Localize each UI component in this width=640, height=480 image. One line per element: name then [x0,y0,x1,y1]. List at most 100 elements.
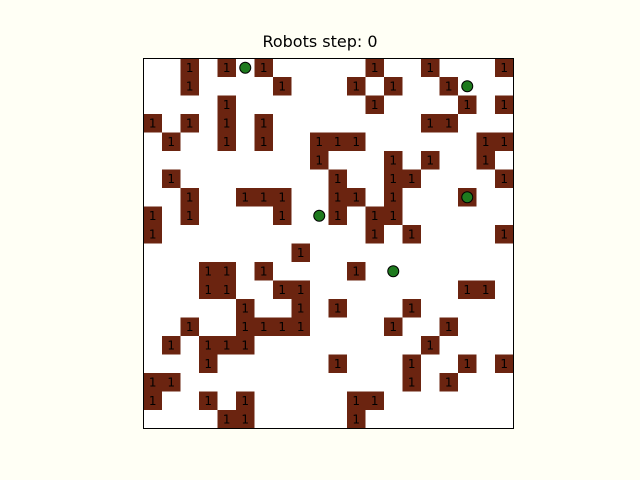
obstacle-label: 1 [445,375,453,389]
obstacle-block [162,132,181,151]
obstacle-cell: 1 [365,58,384,77]
obstacle-block [328,354,347,373]
obstacle-cell: 1 [421,151,440,170]
obstacle-block [236,317,255,336]
obstacle-block [143,225,162,244]
obstacle-label: 1 [278,209,286,223]
obstacle-block [217,114,236,133]
obstacle-label: 1 [223,98,231,112]
obstacle-block [217,280,236,299]
obstacle-cell: 1 [162,132,181,151]
obstacle-label: 1 [371,61,379,75]
obstacle-block [291,299,310,318]
obstacle-block [236,410,255,429]
obstacle-block [402,354,421,373]
obstacle-cell: 1 [143,373,162,392]
obstacle-cell: 1 [199,336,218,355]
obstacle-cell: 1 [328,354,347,373]
obstacle-label: 1 [204,338,212,352]
obstacle-label: 1 [500,135,508,149]
obstacle-cell: 1 [347,132,366,151]
obstacle-cell: 1 [217,114,236,133]
obstacle-block [273,280,292,299]
obstacle-cell: 1 [236,188,255,207]
obstacle-label: 1 [352,394,360,408]
obstacle-block [180,317,199,336]
obstacle-block [217,336,236,355]
obstacle-block [217,262,236,281]
obstacle-label: 1 [241,412,249,426]
obstacle-label: 1 [426,153,434,167]
obstacle-label: 1 [260,320,268,334]
obstacle-cell: 1 [310,151,329,170]
obstacle-cell: 1 [143,114,162,133]
obstacle-cell: 1 [273,317,292,336]
obstacle-block [254,114,273,133]
obstacle-cell: 1 [365,225,384,244]
obstacle-block [254,58,273,77]
obstacle-block [439,373,458,392]
obstacle-cell: 1 [180,206,199,225]
obstacle-label: 1 [149,227,157,241]
obstacle-block [458,354,477,373]
obstacle-cell: 1 [180,317,199,336]
obstacle-label: 1 [371,227,379,241]
obstacle-label: 1 [389,190,397,204]
obstacle-cell: 1 [458,280,477,299]
obstacle-label: 1 [260,135,268,149]
obstacle-block [384,317,403,336]
obstacle-cell: 1 [439,317,458,336]
obstacle-block [421,114,440,133]
obstacle-block [421,58,440,77]
obstacle-label: 1 [297,283,305,297]
obstacle-label: 1 [278,320,286,334]
obstacle-cell: 1 [384,206,403,225]
obstacle-label: 1 [389,320,397,334]
obstacle-label: 1 [186,190,194,204]
obstacle-cell: 1 [495,169,514,188]
obstacle-label: 1 [389,153,397,167]
obstacle-cell: 1 [291,317,310,336]
obstacle-label: 1 [352,190,360,204]
obstacle-cell: 1 [365,206,384,225]
obstacle-label: 1 [278,79,286,93]
obstacle-block [365,225,384,244]
obstacle-block [347,262,366,281]
obstacle-block [384,169,403,188]
obstacle-label: 1 [334,301,342,315]
obstacle-cell: 1 [347,410,366,429]
obstacle-cell: 1 [180,77,199,96]
obstacle-block [384,206,403,225]
obstacle-label: 1 [204,283,212,297]
obstacle-label: 1 [149,116,157,130]
obstacle-cell: 1 [347,188,366,207]
obstacle-cell: 1 [236,299,255,318]
obstacle-cell: 1 [439,114,458,133]
obstacle-cell: 1 [458,95,477,114]
obstacle-label: 1 [445,320,453,334]
obstacle-cell: 1 [291,243,310,262]
obstacle-block [217,132,236,151]
obstacle-label: 1 [223,412,231,426]
obstacle-label: 1 [167,338,175,352]
obstacle-block [495,354,514,373]
obstacle-cell: 1 [199,280,218,299]
obstacle-block [236,299,255,318]
obstacle-label: 1 [204,357,212,371]
obstacle-block [439,77,458,96]
obstacle-cell: 1 [365,95,384,114]
obstacle-cell: 1 [291,280,310,299]
obstacle-cell: 1 [347,77,366,96]
obstacle-block [162,169,181,188]
obstacle-label: 1 [334,209,342,223]
obstacle-label: 1 [223,338,231,352]
obstacle-block [180,58,199,77]
robot-marker [313,209,326,222]
obstacle-label: 1 [278,190,286,204]
obstacle-block [347,132,366,151]
obstacle-block [273,77,292,96]
obstacle-label: 1 [186,320,194,334]
obstacle-cell: 1 [402,354,421,373]
obstacle-cell: 1 [254,317,273,336]
obstacle-label: 1 [500,61,508,75]
